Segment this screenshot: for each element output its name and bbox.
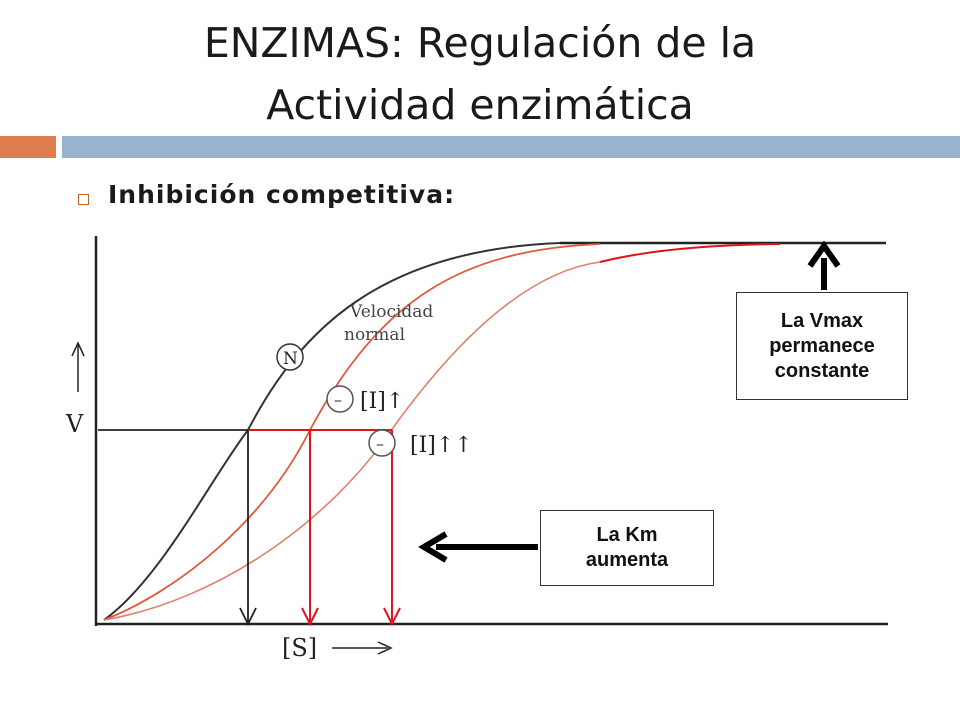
y-axis-label: V — [65, 410, 84, 438]
inhibitor-high-label: [I]↑↑ — [410, 433, 473, 458]
accent-bar-orange — [0, 136, 56, 158]
callout-vmax: La Vmax permanece constante — [736, 292, 908, 400]
curve-inhibited-low — [103, 243, 601, 621]
km-arrow-high — [383, 607, 401, 627]
callout-km-line1: La Km — [596, 524, 658, 546]
inhibitor-high-marker — [368, 429, 396, 457]
km-arrow-normal — [239, 607, 257, 627]
title-line-2: Actividad enzimática — [266, 81, 694, 129]
inhibitor-low-marker — [326, 385, 354, 413]
callout-km-line2: aumenta — [585, 549, 669, 571]
inhibitor-low-marker-label: – — [334, 390, 342, 409]
callout-vmax-line1: La Vmax — [780, 309, 864, 332]
slide-title: ENZIMAS: Regulación de la Actividad enzi… — [0, 12, 960, 136]
normal-marker-label: N — [283, 349, 298, 369]
accent-bar-blue — [62, 136, 960, 158]
x-axis-label: [S] — [282, 634, 317, 662]
callout-km: La Km aumenta — [540, 510, 714, 586]
callout-vmax-line3: constante — [774, 359, 870, 382]
inhibitor-high-marker-label: – — [376, 434, 384, 453]
curve-normal — [103, 242, 561, 621]
km-arrow-low — [301, 607, 319, 627]
title-line-1: ENZIMAS: Regulación de la — [203, 19, 757, 67]
bullet-text: Inhibición competitiva: — [108, 180, 456, 209]
callout-vmax-line2: permanece — [769, 334, 875, 357]
curve-label-line1: Velocidad — [349, 302, 433, 322]
inhibitor-low-label: [I]↑ — [360, 389, 404, 414]
bullet-square-icon — [78, 194, 89, 205]
curve-inhibited-high-top — [599, 243, 781, 263]
curve-label-line2: normal — [344, 325, 405, 345]
normal-marker — [276, 343, 304, 371]
